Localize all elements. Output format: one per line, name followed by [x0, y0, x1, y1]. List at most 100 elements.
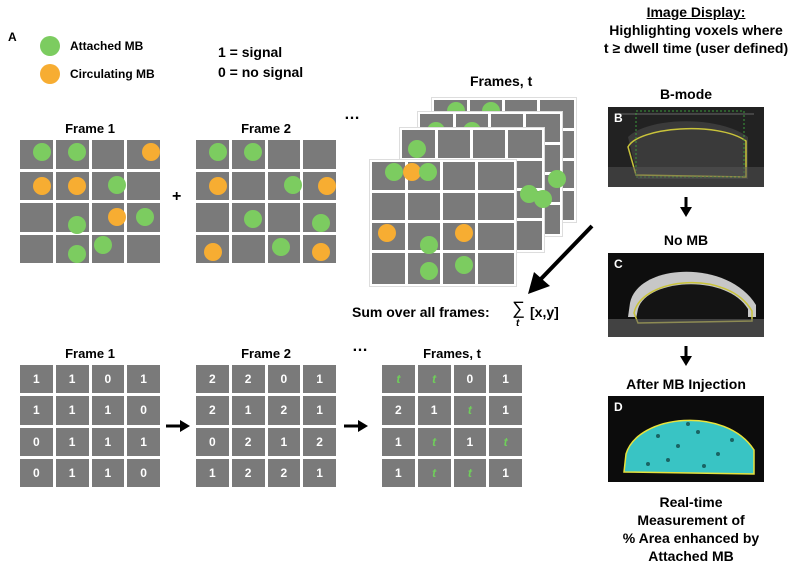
plus-sign: +: [172, 188, 182, 205]
measure-line1: Real-time: [659, 494, 723, 510]
attached-mb-dot: [68, 245, 86, 263]
grid-cell: 1: [91, 396, 125, 425]
bmode-letter: B: [614, 111, 623, 125]
grid-cell: 1: [127, 365, 160, 394]
nomb-title: No MB: [663, 232, 709, 248]
grid-cell: 0: [127, 458, 160, 487]
grid-cell: 1: [489, 396, 522, 425]
diagonal-arrow-icon: [528, 224, 594, 294]
nomb-letter: C: [614, 257, 623, 271]
bmode-ultrasound-graphic: [608, 107, 764, 187]
circulating-mb-dot: [204, 243, 222, 261]
legend-circulating-label: Circulating MB: [70, 67, 155, 81]
panel-label: A: [8, 30, 17, 44]
top-ellipsis: …: [344, 106, 360, 123]
attached-mb-dot: [68, 143, 86, 161]
grid-cell: 2: [267, 396, 301, 425]
legend-no-signal: 0 = no signal: [218, 64, 304, 80]
nomb-image: C: [608, 253, 764, 337]
grid-cell: 2: [231, 427, 265, 456]
grid-cell: 2: [382, 396, 415, 425]
top-frame2-title: Frame 2: [241, 121, 291, 136]
after-injection-title: After MB Injection: [626, 376, 746, 392]
grid-cell: 1: [303, 458, 336, 487]
circulating-mb-dot: [33, 177, 51, 195]
grid-cell: 2: [267, 458, 301, 487]
grid-cell: 1: [382, 458, 415, 487]
attached-mb-dot: [455, 256, 473, 274]
right-arrow-icon: [166, 420, 190, 432]
attached-mb-dot: [420, 262, 438, 280]
down-arrow-icon: [680, 197, 692, 217]
grid-cell: 2: [231, 365, 265, 394]
circulating-mb-dot: [455, 224, 473, 242]
grid-cell: t: [417, 427, 451, 456]
grid-cell: 1: [382, 427, 415, 456]
grid-cell: 1: [91, 458, 125, 487]
grid-cell: 1: [196, 458, 229, 487]
grid-cell: 1: [453, 427, 487, 456]
sum-label: Sum over all frames:: [352, 304, 490, 320]
circulating-mb-dot: [378, 224, 396, 242]
measure-line3: % Area enhanced by: [622, 530, 760, 546]
sum-expression: [x,y]: [530, 304, 559, 320]
grid-cell: t: [417, 458, 451, 487]
measure-line4: Attached MB: [648, 548, 734, 564]
grid-cell: 1: [91, 427, 125, 456]
sum-symbol: ∑: [512, 298, 525, 318]
grid-cell: 0: [20, 458, 53, 487]
grid-cell: 1: [489, 365, 522, 394]
grid-cell: 1: [127, 427, 160, 456]
nomb-ultrasound-graphic: [608, 253, 764, 337]
attached-mb-dot: [136, 208, 154, 226]
top-frames-t-title: Frames, t: [470, 73, 533, 89]
attached-mb-legend-dot: [40, 36, 60, 56]
bottom-frame1-title: Frame 1: [65, 346, 115, 361]
grid-cell: t: [453, 396, 487, 425]
grid-cell: 1: [55, 458, 89, 487]
attached-mb-dot: [408, 140, 426, 158]
grid-cell: 1: [267, 427, 301, 456]
attached-mb-dot: [94, 236, 112, 254]
attached-mb-dot: [534, 190, 552, 208]
top-frame1-title: Frame 1: [65, 121, 115, 136]
grid-cell: 1: [489, 458, 522, 487]
bottom-frames-t-title: Frames, t: [423, 346, 481, 361]
grid-cell: 0: [127, 396, 160, 425]
attached-mb-dot: [520, 185, 538, 203]
grid-cell: 1: [417, 396, 451, 425]
grid-cell: 0: [91, 365, 125, 394]
circulating-mb-dot: [318, 177, 336, 195]
grid-cell: 0: [20, 427, 53, 456]
attached-mb-dot: [244, 143, 262, 161]
legend-attached-label: Attached MB: [70, 39, 144, 53]
grid-cell: 2: [196, 396, 229, 425]
circulating-mb-dot: [312, 243, 330, 261]
after-ultrasound-graphic: [608, 396, 764, 482]
right-arrow-icon: [344, 420, 368, 432]
measure-line2: Measurement of: [637, 512, 745, 528]
circulating-mb-dot: [142, 143, 160, 161]
attached-mb-dot: [420, 236, 438, 254]
grid-cell: 0: [196, 427, 229, 456]
bottom-ellipsis: …: [352, 338, 368, 355]
attached-mb-dot: [33, 143, 51, 161]
grid-cell: 1: [231, 396, 265, 425]
circulating-mb-dot: [108, 208, 126, 226]
grid-cell: 0: [267, 365, 301, 394]
grid-cell: t: [382, 365, 415, 394]
circulating-mb-legend-dot: [40, 64, 60, 84]
bmode-image: B: [608, 107, 764, 187]
attached-mb-dot: [108, 176, 126, 194]
attached-mb-dot: [312, 214, 330, 232]
grid-cell: 0: [453, 365, 487, 394]
circulating-mb-dot: [403, 163, 421, 181]
sum-subscript: t: [516, 318, 520, 329]
attached-mb-dot: [548, 170, 566, 188]
grid-cell: t: [417, 365, 451, 394]
grid-cell: 1: [55, 396, 89, 425]
attached-mb-dot: [272, 238, 290, 256]
grid-cell: 2: [196, 365, 229, 394]
grid-cell: 2: [231, 458, 265, 487]
